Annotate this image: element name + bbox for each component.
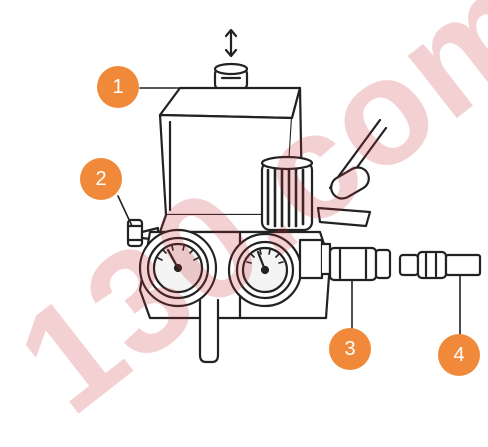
regulator-knob <box>262 157 312 230</box>
compressor-manifold-diagram <box>0 0 488 380</box>
callout-3: 3 <box>329 328 371 370</box>
outlet-fitting <box>300 240 330 278</box>
callout-1: 1 <box>97 66 139 108</box>
pressure-switch-lever <box>318 120 386 226</box>
callout-1-label: 1 <box>112 76 123 99</box>
pressure-switch-cap <box>215 64 247 90</box>
callout-2-label: 2 <box>95 168 106 191</box>
air-hose-plug <box>400 252 480 278</box>
drain-pipe <box>200 300 218 362</box>
callout-3-label: 3 <box>344 338 355 361</box>
callout-2: 2 <box>80 158 122 200</box>
callout-4-label: 4 <box>453 344 464 367</box>
outlet-pressure-gauge <box>229 234 301 306</box>
quick-coupler <box>330 248 390 280</box>
direction-arrow-icon <box>226 30 236 56</box>
callout-4: 4 <box>438 334 480 376</box>
tank-pressure-gauge <box>140 230 216 306</box>
